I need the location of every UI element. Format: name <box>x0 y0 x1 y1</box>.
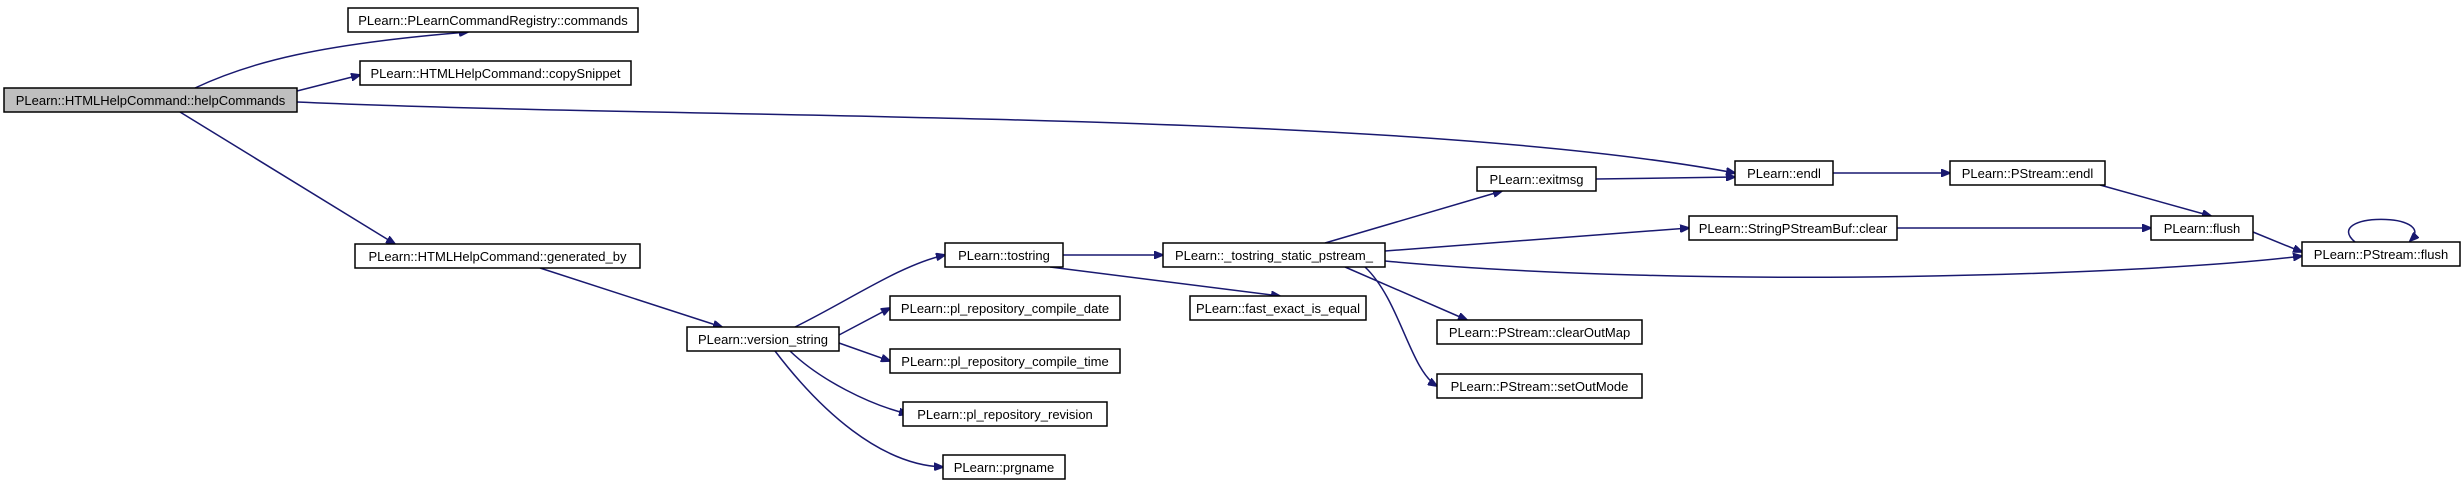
edge-helpCommands-to-copySnippet <box>296 75 360 92</box>
edge-version_string-to-prgname <box>774 350 943 467</box>
edge-helpCommands-to-commands <box>194 32 468 89</box>
node-label: PLearn::exitmsg <box>1490 172 1584 187</box>
node-label: PLearn::HTMLHelpCommand::helpCommands <box>16 93 286 108</box>
node-box <box>686 326 840 352</box>
node-box <box>889 348 1121 374</box>
node-label: PLearn::PStream::endl <box>1962 166 2094 181</box>
node-box <box>1476 166 1597 192</box>
edge-tostring_static-to-sbuf_clear <box>1384 228 1689 252</box>
node-box <box>1189 295 1367 321</box>
node-box <box>3 87 298 113</box>
edge-tostring_static-to-setOutMode <box>1364 266 1437 386</box>
node-box <box>1688 215 1898 241</box>
edge-exitmsg-to-endl <box>1595 177 1735 179</box>
node-box <box>354 243 641 269</box>
node-version-string[interactable]: PLearn::version_string <box>686 326 840 352</box>
edge-tostring-to-fast_exact <box>1049 266 1280 296</box>
node-label: PLearn::StringPStreamBuf::clear <box>1699 221 1888 236</box>
node-label: PLearn::PStream::flush <box>2314 247 2448 262</box>
node-endl[interactable]: PLearn::endl <box>1734 160 1834 186</box>
edge-tostring_static-to-clearOutMap <box>1344 266 1467 320</box>
node-box <box>347 7 639 33</box>
node-fast-exact[interactable]: PLearn::fast_exact_is_equal <box>1189 295 1367 321</box>
node-compile-time[interactable]: PLearn::pl_repository_compile_time <box>889 348 1121 374</box>
node-tostring-static[interactable]: PLearn::_tostring_static_pstream_ <box>1162 242 1386 268</box>
edge-flush-to-pstream_flush <box>2252 231 2302 252</box>
edge-version_string-to-compile_time <box>838 342 890 361</box>
node-box <box>2150 215 2254 241</box>
node-flush[interactable]: PLearn::flush <box>2150 215 2254 241</box>
node-box <box>1436 373 1643 399</box>
edge-version_string-to-compile_date <box>838 308 890 336</box>
node-label: PLearn::PStream::clearOutMap <box>1449 325 1630 340</box>
node-label: PLearn::PLearnCommandRegistry::commands <box>358 13 628 28</box>
node-box <box>359 60 632 86</box>
node-box <box>2301 241 2461 267</box>
node-label: PLearn::pl_repository_revision <box>917 407 1093 422</box>
node-copySnippet[interactable]: PLearn::HTMLHelpCommand::copySnippet <box>359 60 632 86</box>
edge-helpCommands-to-generated_by <box>179 111 395 244</box>
node-box <box>1949 160 2106 186</box>
node-label: PLearn::HTMLHelpCommand::generated_by <box>369 249 627 264</box>
node-compile-date[interactable]: PLearn::pl_repository_compile_date <box>889 295 1121 321</box>
node-label: PLearn::PStream::setOutMode <box>1451 379 1629 394</box>
edge-tostring_static-to-exitmsg <box>1324 191 1502 244</box>
node-box <box>944 242 1064 268</box>
node-clearOutMap[interactable]: PLearn::PStream::clearOutMap <box>1436 319 1643 345</box>
edge-pstream_endl-to-flush <box>2099 184 2211 216</box>
edge-tostring_static-to-pstream_flush <box>1384 256 2302 278</box>
node-box <box>1162 242 1386 268</box>
node-revision[interactable]: PLearn::pl_repository_revision <box>902 401 1108 427</box>
node-generated-by[interactable]: PLearn::HTMLHelpCommand::generated_by <box>354 243 641 269</box>
node-label: PLearn::_tostring_static_pstream_ <box>1175 248 1374 263</box>
node-label: PLearn::tostring <box>958 248 1050 263</box>
node-exitmsg[interactable]: PLearn::exitmsg <box>1476 166 1597 192</box>
node-pstream-flush[interactable]: PLearn::PStream::flush <box>2301 241 2461 267</box>
edge-version_string-to-tostring <box>794 255 945 328</box>
node-label: PLearn::version_string <box>698 332 828 347</box>
node-commands[interactable]: PLearn::PLearnCommandRegistry::commands <box>347 7 639 33</box>
node-tostring[interactable]: PLearn::tostring <box>944 242 1064 268</box>
node-label: PLearn::pl_repository_compile_date <box>901 301 1109 316</box>
edge-generated_by-to-version_string <box>539 267 722 327</box>
node-label: PLearn::fast_exact_is_equal <box>1196 301 1360 316</box>
edges-layer <box>179 32 2415 467</box>
node-prgname[interactable]: PLearn::prgname <box>942 454 1066 480</box>
nodes-layer: PLearn::HTMLHelpCommand::helpCommandsPLe… <box>3 7 2461 480</box>
node-box <box>942 454 1066 480</box>
node-helpCommands[interactable]: PLearn::HTMLHelpCommand::helpCommands <box>3 87 298 113</box>
edge-helpCommands-to-endl <box>296 101 1735 173</box>
node-setOutMode[interactable]: PLearn::PStream::setOutMode <box>1436 373 1643 399</box>
node-box <box>902 401 1108 427</box>
node-label: PLearn::HTMLHelpCommand::copySnippet <box>370 66 620 81</box>
node-pstream-endl[interactable]: PLearn::PStream::endl <box>1949 160 2106 186</box>
node-box <box>889 295 1121 321</box>
node-box <box>1436 319 1643 345</box>
node-label: PLearn::endl <box>1747 166 1821 181</box>
node-label: PLearn::flush <box>2164 221 2241 236</box>
node-label: PLearn::pl_repository_compile_time <box>901 354 1108 369</box>
node-box <box>1734 160 1834 186</box>
edge-pstream_flush-to-pstream_flush <box>2347 218 2415 242</box>
node-sbuf-clear[interactable]: PLearn::StringPStreamBuf::clear <box>1688 215 1898 241</box>
node-label: PLearn::prgname <box>954 460 1054 475</box>
edge-version_string-to-revision <box>789 350 908 414</box>
